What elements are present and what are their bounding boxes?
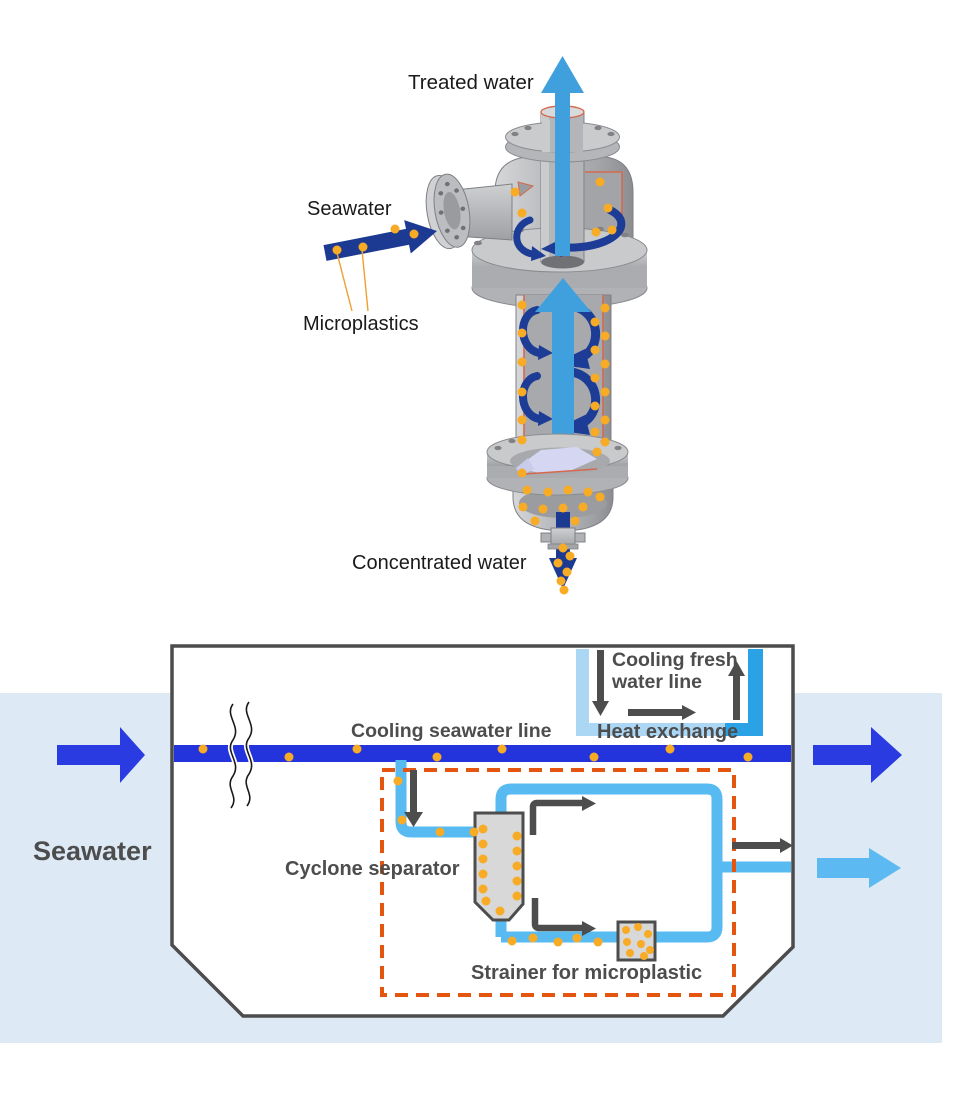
cooling-seawater-pipe: [174, 745, 791, 762]
fresh-water-loop: [576, 649, 763, 736]
cyclone-separator-symbol: [473, 811, 525, 922]
strainer-label: Strainer for microplastic: [471, 962, 703, 984]
vortex-swirl-arrows-icon: [513, 206, 626, 435]
treated-outflow-arrow-icon: [817, 848, 901, 888]
microplastics-label: Microplastics: [303, 313, 419, 335]
cyclone-separator-3d-illustration: [323, 56, 648, 595]
seawater-3d-label: Seawater: [307, 198, 392, 220]
seawater-inlet-arrow-icon: [323, 220, 437, 261]
treated-water-arrow-icon: [541, 56, 584, 256]
cooling-seawater-line-label: Cooling seawater line: [351, 720, 552, 742]
heat-exchange-arrows-icon: [592, 650, 745, 720]
updraft-arrow-icon: [535, 278, 591, 441]
treated-water-label: Treated water: [408, 71, 534, 94]
pipe-break-marks: [227, 700, 255, 810]
schematic-flow-arrows-icon: [404, 770, 793, 936]
seawater-inflow-arrow-icon: [57, 727, 145, 783]
microplastic-dots-schematic: [198, 744, 753, 960]
ship-schematic: [0, 644, 942, 1043]
cyclone-separator-label: Cyclone separator: [285, 858, 460, 880]
separator-unit-dashed-box: [380, 768, 736, 997]
seawater-label: Seawater: [33, 836, 152, 866]
rotor-vane: [510, 447, 610, 476]
concentrated-water-label: Concentrated water: [352, 552, 527, 574]
inlet-nozzle: [425, 173, 513, 250]
seawater-outflow-arrow-icon: [813, 727, 902, 783]
treated-water-loop-pipe: [495, 783, 723, 943]
microplastic-dots-3d: [332, 177, 617, 595]
microplastics-leader-lines: [336, 249, 369, 312]
cooling-fresh-water-line-label: Cooling fresh water line: [612, 649, 738, 693]
heat-exchange-label: Heat exchange: [597, 721, 739, 743]
